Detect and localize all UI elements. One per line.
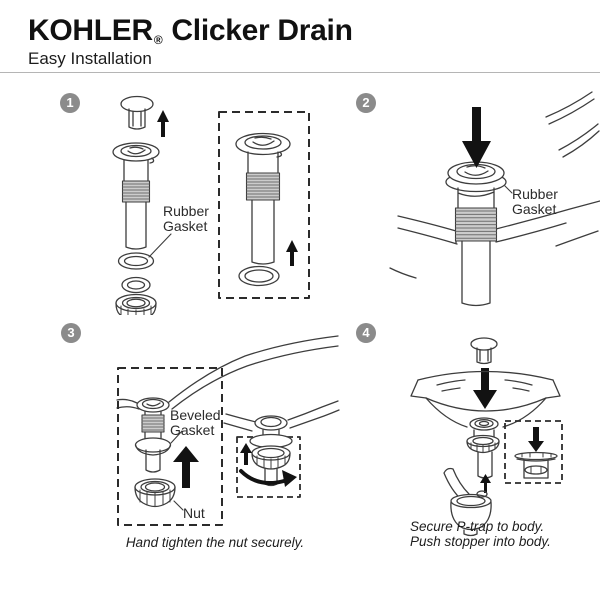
- drain-tube: [125, 201, 147, 250]
- product-name: Clicker Drain: [171, 14, 353, 47]
- step3-caption: Hand tighten the nut securely.: [125, 535, 305, 550]
- detail-box: [218, 111, 310, 299]
- rubber-gasket-label-line1: Rubber: [163, 203, 209, 219]
- detail-up-arrow-icon: [240, 443, 252, 465]
- detail-sink-lines: [223, 400, 340, 432]
- brand-name: KOHLER: [28, 14, 153, 47]
- step2-illustration: Rubber Gasket: [389, 91, 600, 307]
- mounting-nut: [134, 478, 176, 508]
- gasket-leader-line: [170, 430, 183, 444]
- detail-drain-tube: [251, 199, 275, 265]
- up-arrow-icon: [173, 446, 199, 488]
- detail-drain-flange: [235, 132, 291, 174]
- drain-tube-lower: [145, 449, 161, 473]
- down-arrow-icon: [462, 107, 491, 168]
- sink-bowl: [410, 370, 561, 428]
- step2-badge: 2: [356, 93, 376, 113]
- up-arrow-icon: [480, 474, 491, 493]
- beveled-gasket-label-line1: Beveled: [170, 407, 221, 423]
- nut-leader-line: [173, 500, 184, 511]
- up-arrow-icon: [157, 110, 169, 137]
- drain-flange: [136, 397, 170, 416]
- header-divider: [0, 72, 600, 73]
- step4-badge: 4: [356, 323, 376, 343]
- thread-section: [121, 180, 151, 203]
- page-title: KOHLER® Clicker Drain: [28, 14, 353, 48]
- step4-caption-line2: Push stopper into body.: [410, 534, 551, 549]
- mounting-nut: [466, 434, 500, 454]
- drain-tube: [477, 451, 493, 479]
- detail-mounting-nut: [251, 445, 291, 470]
- page-subtitle: Easy Installation: [28, 49, 152, 68]
- step1-illustration: Rubber Gasket: [112, 95, 310, 315]
- stopper: [470, 337, 498, 365]
- rubber-gasket-ring: [117, 252, 155, 270]
- rubber-gasket-label-line2: Gasket: [163, 218, 207, 234]
- detail-thread-section: [245, 172, 281, 201]
- sink-rim-lines: [545, 91, 600, 158]
- rubber-gasket-label-line2: Gasket: [512, 201, 556, 217]
- registered-trademark: ®: [153, 33, 163, 47]
- detail-drain-flange: [254, 415, 288, 436]
- drain-flange: [469, 417, 499, 438]
- main-detail-box: [117, 367, 223, 526]
- mounting-nut: [115, 293, 157, 315]
- thread-section: [141, 414, 165, 433]
- step4-caption: Secure P-trap to body. Push stopper into…: [410, 519, 551, 549]
- step4-illustration: [410, 337, 563, 537]
- label-leader-line: [504, 185, 513, 194]
- down-arrow-icon: [473, 368, 497, 409]
- detail-down-arrow-icon: [528, 427, 544, 452]
- drain-flange: [112, 142, 160, 182]
- stopper-side-view: [514, 451, 558, 479]
- detail-up-arrow-icon: [286, 240, 298, 266]
- p-trap: [443, 467, 492, 537]
- label-leader-line: [148, 233, 172, 258]
- drain-tube: [461, 240, 491, 307]
- detail-gasket-ring: [238, 265, 280, 287]
- nut-label: Nut: [183, 505, 205, 521]
- step4-caption-line1: Secure P-trap to body.: [410, 519, 545, 534]
- step1-badge: 1: [60, 93, 80, 113]
- stopper: [120, 95, 154, 130]
- beveled-gasket-ring: [134, 437, 172, 456]
- rotation-arrow-icon: [239, 469, 297, 487]
- beveled-gasket-label-line2: Gasket: [170, 422, 214, 438]
- drain-neck: [457, 187, 495, 209]
- beveled-gasket-ring: [121, 276, 151, 294]
- step3-illustration: Beveled Gasket Nut: [116, 335, 340, 526]
- step3-badge: 3: [61, 323, 81, 343]
- thread-section: [454, 207, 498, 242]
- rubber-gasket-label-line1: Rubber: [512, 186, 558, 202]
